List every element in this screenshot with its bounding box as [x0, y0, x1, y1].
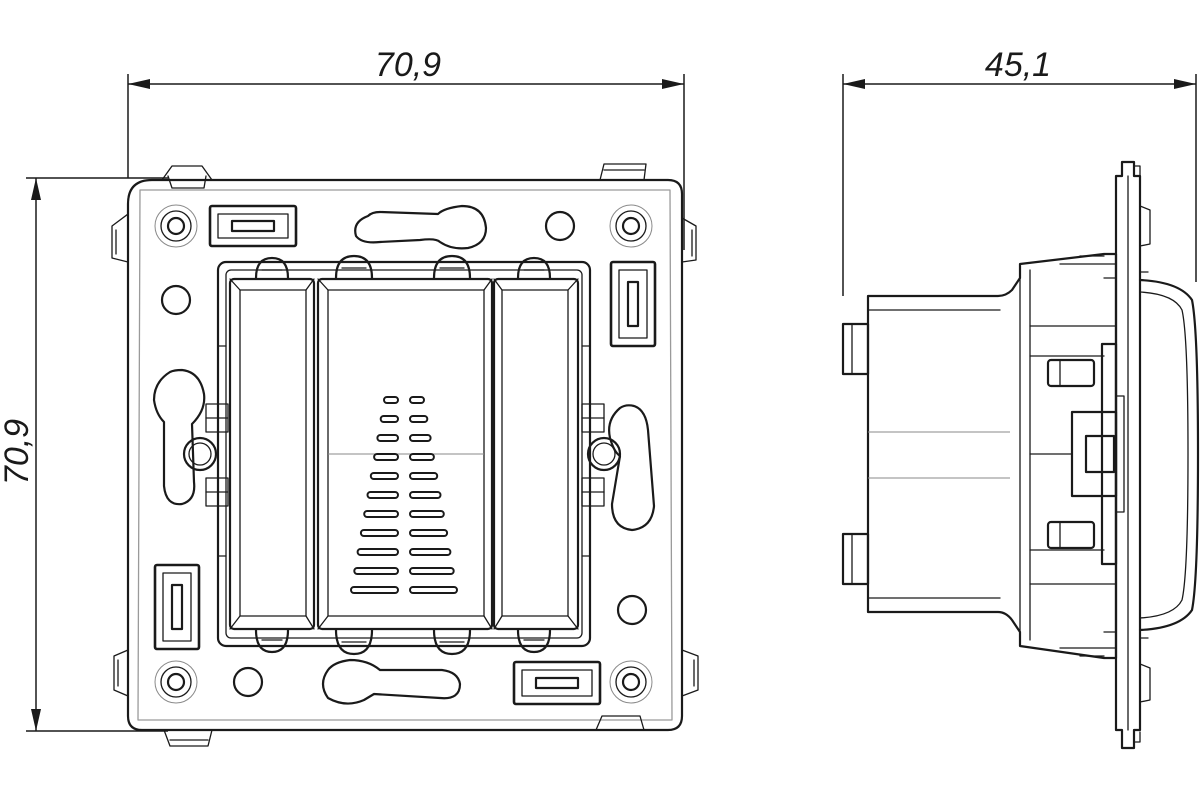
grille-slot-left	[373, 453, 400, 461]
keyhole-slot-bottom	[321, 658, 462, 705]
keyhole-slot-top	[354, 204, 488, 250]
side-depth-label: 45,1	[985, 46, 1051, 84]
module-housing	[216, 260, 592, 648]
grille-slot-right	[409, 586, 458, 594]
front-view	[111, 163, 699, 747]
frame-tabs	[111, 163, 699, 747]
grille-slot-left	[376, 434, 399, 442]
grille-slot-left	[363, 510, 400, 518]
rect-slot-bottom	[512, 660, 602, 706]
rear-pin-bottom	[841, 532, 870, 586]
side-latch-left	[182, 403, 229, 507]
small-hole	[232, 666, 264, 698]
front-height-label: 70,9	[0, 419, 36, 485]
grille-slot-left	[379, 415, 400, 423]
dimension-front-height: 70,9	[0, 177, 168, 732]
keyhole-slot-left	[152, 368, 206, 506]
grille-slot-right	[409, 548, 452, 556]
dimension-side-depth: 45,1	[842, 46, 1197, 296]
screw-hole-bottom-left	[154, 660, 198, 704]
grille-slot-left	[383, 396, 399, 404]
grille-slot-right	[409, 491, 442, 499]
grille-slot-right	[409, 453, 435, 461]
grille-slot-left	[359, 529, 399, 537]
screw-hole-bottom-right	[609, 660, 653, 704]
small-hole	[544, 210, 576, 242]
side-main-body	[866, 252, 1118, 660]
rect-slot-top	[208, 204, 298, 248]
grille-slot-right	[409, 415, 429, 423]
grille-slot-right	[409, 472, 439, 480]
grille-slot-right	[409, 434, 432, 442]
rect-slot-right	[609, 260, 657, 348]
rect-slot-left	[153, 563, 201, 651]
screw-hole-top-left	[154, 204, 198, 248]
rear-pin-top	[841, 322, 870, 376]
right-key-panel	[492, 277, 580, 631]
grille-slot-left	[366, 491, 399, 499]
side-mechanism	[1029, 255, 1125, 657]
mounting-frame	[126, 178, 684, 732]
ventilation-grille	[350, 396, 458, 594]
housing-bottom-bumps	[254, 628, 552, 656]
grille-slot-right	[409, 396, 425, 404]
small-hole	[616, 594, 648, 626]
side-front-plate	[1114, 160, 1142, 750]
grille-slot-left	[356, 548, 400, 556]
grille-slot-left	[350, 586, 399, 594]
center-grille-panel	[316, 277, 494, 631]
side-view	[841, 160, 1200, 750]
grille-slot-right	[409, 510, 445, 518]
grille-slot-left	[353, 567, 399, 575]
keyhole-slot-right	[608, 404, 656, 532]
housing-top-bumps	[254, 254, 552, 280]
grille-slot-right	[409, 529, 449, 537]
grille-slot-left	[369, 472, 399, 480]
side-key-face	[1138, 278, 1200, 632]
front-width-label: 70,9	[375, 46, 441, 84]
dimension-front-width: 70,9	[127, 46, 685, 250]
grille-slot-right	[409, 567, 455, 575]
screw-hole-top-right	[609, 204, 653, 248]
left-key-panel	[228, 277, 316, 631]
small-hole	[160, 284, 192, 316]
